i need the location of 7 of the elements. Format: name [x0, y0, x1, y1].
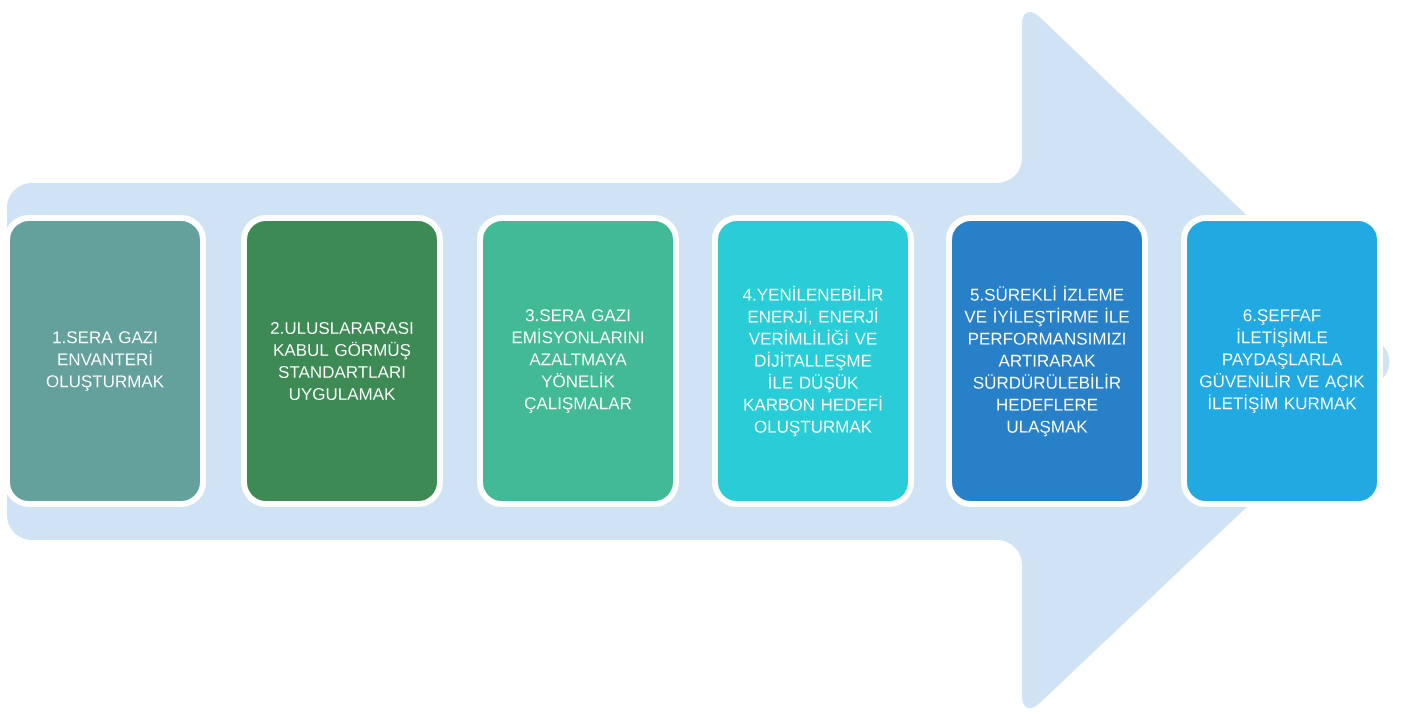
block-arrow: [7, 11, 1390, 709]
step-box: 1.SERA GAZI ENVANTERİ OLUŞTURMAK: [4, 215, 206, 507]
step-box: 6.ŞEFFAF İLETİŞİMLE PAYDAŞLARLA GÜVENİLİR VE AÇIK İLETİŞİM KURMAK: [1181, 215, 1383, 507]
step-box: 5.SÜREKLİ İZLEME VE İYİLEŞTİRME İLE PERFORMANSIMIZI ARTIRARAK SÜRDÜRÜLEBİLİR HEDEFLERE ULAŞMAK: [946, 215, 1148, 507]
step-box: 2.ULUSLARARASI KABUL GÖRMÜŞ STANDARTLARI UYGULAMAK: [241, 215, 443, 507]
step-box: 3.SERA GAZI EMİSYONLARINI AZALTMAYA YÖNELİK ÇALIŞMALAR: [477, 215, 679, 507]
step-box: 4.YENİLENEBİLİR ENERJİ, ENERJİ VERİMLİLİĞİ VE DİJİTALLEŞME İLE DÜŞÜK KARBON HEDEFİ OLUŞTURMAK: [712, 215, 914, 507]
